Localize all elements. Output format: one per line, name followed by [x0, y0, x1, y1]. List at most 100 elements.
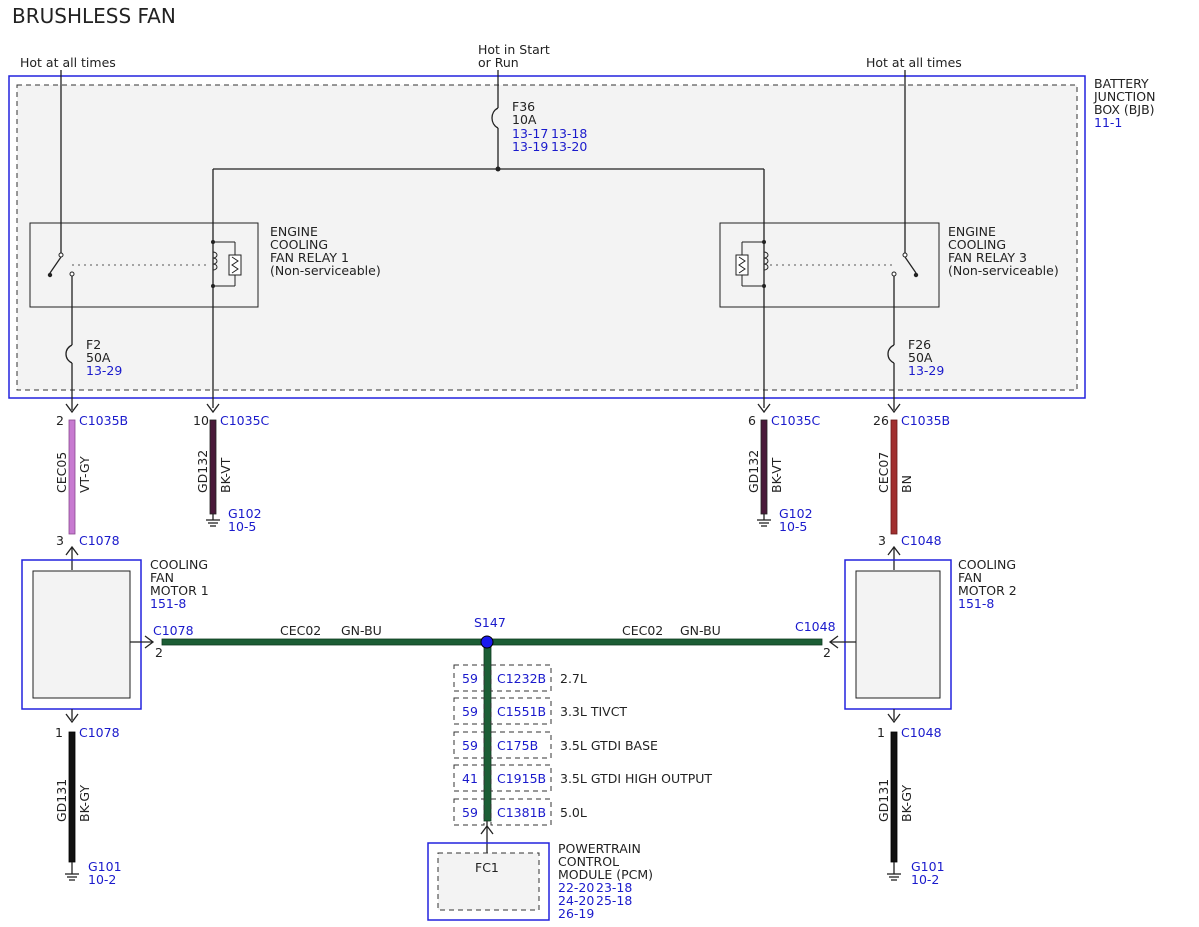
page-title: BRUSHLESS FAN	[12, 4, 176, 28]
ground-g101-right[interactable]: G101	[911, 859, 945, 874]
bjb-outline	[8, 75, 1086, 399]
fuse-f36-ref-3[interactable]: 13-19	[512, 139, 548, 154]
pcm-ref-1[interactable]: 22-20	[558, 880, 594, 895]
pcm-connector-name[interactable]: C1915B	[497, 771, 546, 786]
wire-cec05-end-connector[interactable]: C1078	[79, 533, 120, 548]
wire-gd131-right-connector[interactable]: C1048	[901, 725, 942, 740]
pcm-connector-name[interactable]: C1381B	[497, 805, 546, 820]
pcm-connector-row[interactable]: 59 C1551B 3.3L TIVCT	[453, 697, 627, 725]
pcm-connector-engine: 5.0L	[560, 805, 587, 820]
motor-1-signal-connector[interactable]: C1078	[153, 623, 194, 638]
pcm-connector-engine: 3.5L GTDI BASE	[560, 738, 658, 753]
ground-g101-left[interactable]: G101	[88, 859, 122, 874]
wire-gd132-left-color: BK-VT	[218, 457, 233, 493]
pcm-connector-name[interactable]: C175B	[497, 738, 538, 753]
wire-gd132-left-circuit: GD132	[195, 450, 210, 493]
wire-gd131-right[interactable]	[887, 709, 901, 881]
feed-right-label: Hot at all times	[866, 55, 962, 70]
wire-cec05-pin: 2	[56, 413, 64, 428]
wire-gd132-right-pin: 6	[748, 413, 756, 428]
wire-cec05-connector[interactable]: C1035B	[79, 413, 128, 428]
relay-1-label-3: FAN RELAY 1	[270, 250, 349, 265]
wire-gd132-left[interactable]	[206, 403, 220, 527]
bus-left-color: GN-BU	[341, 623, 382, 638]
relay-1-coil	[211, 169, 242, 408]
motor-2-body[interactable]	[855, 570, 941, 699]
pcm-pin-label: FC1	[475, 860, 499, 875]
wire-gd131-right-pin: 1	[877, 725, 885, 740]
pcm-connector-row[interactable]: 59 C1232B 2.7L	[453, 664, 587, 692]
pcm-ref-2[interactable]: 23-18	[596, 880, 632, 895]
wire-cec07[interactable]	[887, 403, 901, 570]
pcm-label-1: POWERTRAIN	[558, 841, 641, 856]
motor-1-body[interactable]	[32, 570, 131, 699]
bjb-label-3: BOX (BJB)	[1094, 102, 1155, 117]
ground-g102-right-ref[interactable]: 10-5	[779, 519, 807, 534]
pcm-connector-row[interactable]: 59 C175B 3.5L GTDI BASE	[453, 731, 658, 759]
motor-2-ref[interactable]: 151-8	[958, 596, 994, 611]
pcm-connector-engine: 2.7L	[560, 671, 587, 686]
pcm-ref-3[interactable]: 24-20	[558, 893, 594, 908]
ground-g102-left[interactable]: G102	[228, 506, 262, 521]
wire-gd132-left-connector[interactable]: C1035C	[220, 413, 270, 428]
relay-1-label-1: ENGINE	[270, 224, 318, 239]
wire-cec07-circuit: CEC07	[876, 452, 891, 493]
relay-3-box	[719, 222, 940, 308]
motor-1-label-3: MOTOR 1	[150, 583, 209, 598]
fuse-f2-ref[interactable]: 13-29	[86, 363, 122, 378]
ground-g102-left-ref[interactable]: 10-5	[228, 519, 256, 534]
pcm-signal-lead	[480, 821, 494, 853]
relay-3-label-4: (Non-serviceable)	[948, 263, 1059, 278]
signal-bus-cec02[interactable]	[130, 635, 856, 822]
fuse-f2-rating: 50A	[86, 350, 111, 365]
fuse-f36-ref-4[interactable]: 13-20	[551, 139, 587, 154]
pcm-connector-row[interactable]: 41 C1915B 3.5L GTDI HIGH OUTPUT	[453, 764, 712, 792]
fuse-f36-ref-2[interactable]: 13-18	[551, 126, 587, 141]
wire-cec07-color: BN	[899, 475, 914, 493]
pcm-connector-row[interactable]: 59 C1381B 5.0L	[453, 798, 587, 826]
motor-2-signal-connector[interactable]: C1048	[795, 619, 836, 634]
ground-g101-right-ref[interactable]: 10-2	[911, 872, 939, 887]
wire-cec05-circuit: CEC05	[54, 452, 69, 493]
wire-cec05[interactable]	[65, 403, 79, 570]
relay-3-label-2: COOLING	[948, 237, 1006, 252]
motor-1-label-1: COOLING	[150, 557, 208, 572]
wire-gd132-right-connector[interactable]: C1035C	[771, 413, 821, 428]
wire-gd131-left[interactable]	[65, 709, 79, 881]
wire-gd131-left-color: BK-GY	[77, 785, 92, 822]
fuse-f36-ref-1[interactable]: 13-17	[512, 126, 548, 141]
pcm-outline	[427, 842, 550, 921]
motor-2-label-3: MOTOR 2	[958, 583, 1017, 598]
wire-cec07-end-connector[interactable]: C1048	[901, 533, 942, 548]
pcm-connector-pin: 59	[462, 704, 478, 719]
wire-cec07-connector[interactable]: C1035B	[901, 413, 950, 428]
ground-g102-right[interactable]: G102	[779, 506, 813, 521]
pcm-ref-4[interactable]: 25-18	[596, 893, 632, 908]
wire-gd132-right[interactable]	[757, 403, 771, 527]
bjb-ref[interactable]: 11-1	[1094, 115, 1122, 130]
fuse-f36	[213, 70, 764, 172]
ground-g101-left-ref[interactable]: 10-2	[88, 872, 116, 887]
fuse-f36-rating: 10A	[512, 112, 537, 127]
motor-1-ref[interactable]: 151-8	[150, 596, 186, 611]
motor-2-label-2: FAN	[958, 570, 982, 585]
relay-3-label-3: FAN RELAY 3	[948, 250, 1027, 265]
motor-1-signal-pin: 2	[155, 645, 163, 660]
wire-cec05-color: VT-GY	[77, 456, 92, 493]
fuse-f26-ref[interactable]: 13-29	[908, 363, 944, 378]
pcm-body[interactable]	[437, 852, 540, 911]
fuse-f26-name: F26	[908, 337, 931, 352]
pcm-label-2: CONTROL	[558, 854, 619, 869]
pcm-connector-pin: 41	[462, 771, 478, 786]
feed-center-label-2: or Run	[478, 55, 519, 70]
splice-s147-label[interactable]: S147	[474, 615, 506, 630]
motor-2-label-1: COOLING	[958, 557, 1016, 572]
pcm-connector-name[interactable]: C1232B	[497, 671, 546, 686]
wire-gd131-left-connector[interactable]: C1078	[79, 725, 120, 740]
wire-cec05-end-pin: 3	[56, 533, 64, 548]
pcm-connector-engine: 3.3L TIVCT	[560, 704, 627, 719]
wire-gd131-right-color: BK-GY	[899, 785, 914, 822]
splice-s147[interactable]	[480, 635, 494, 649]
pcm-ref-5[interactable]: 26-19	[558, 906, 594, 921]
pcm-connector-name[interactable]: C1551B	[497, 704, 546, 719]
